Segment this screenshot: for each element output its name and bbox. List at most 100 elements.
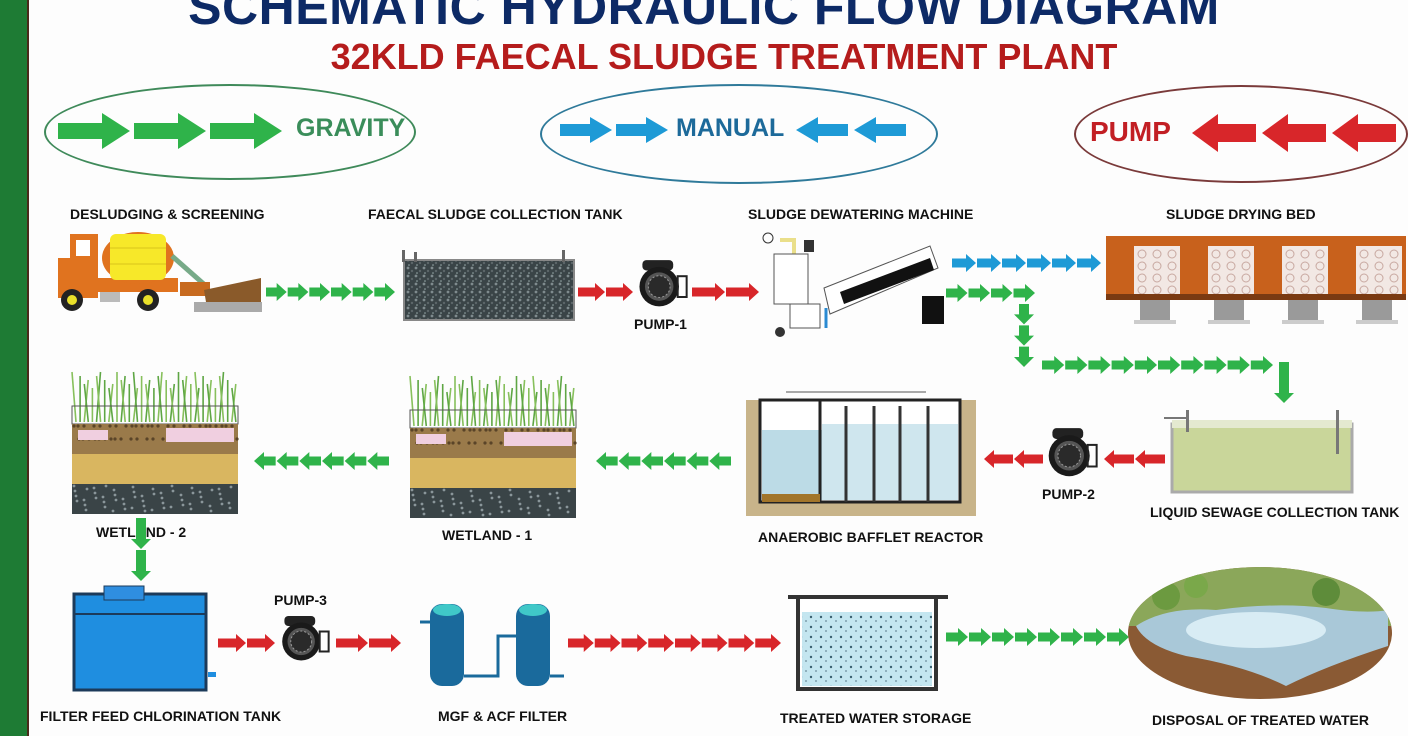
flow-arrow-icon — [1104, 450, 1134, 468]
flow-arrow-icon — [131, 518, 151, 549]
disposal-pond-icon — [1128, 567, 1392, 699]
gravity-arrow-icon — [210, 113, 282, 149]
flow-pump-filter-to-storage — [568, 634, 781, 652]
left-border-bar — [0, 0, 29, 736]
flow-arrow-icon — [568, 634, 594, 652]
label-filter: MGF & ACF FILTER — [438, 708, 568, 724]
flow-arrow-icon — [1014, 346, 1034, 367]
flow-arrow-icon — [686, 452, 709, 470]
flow-arrow-icon — [299, 452, 321, 470]
diagram-title: SCHEMATIC HYDRAULIC FLOW DIAGRAM — [188, 0, 1220, 35]
flow-arrow-icon — [1204, 356, 1227, 374]
legend-gravity — [44, 84, 416, 180]
sludge-dewatering-machine-icon — [762, 232, 944, 337]
gravity-arrow-icon — [134, 113, 206, 149]
flow-arrow-icon — [336, 634, 368, 652]
legend-pump — [1074, 85, 1408, 183]
flow-pump-pump2-to-abr — [984, 450, 1043, 468]
filter-feed-chlorination-tank-icon — [72, 585, 216, 692]
flow-arrow-icon — [946, 628, 968, 646]
flow-arrow-icon — [1111, 356, 1134, 374]
flow-arrow-icon — [266, 283, 287, 301]
flow-arrow-icon — [1274, 362, 1294, 403]
flow-arrow-icon — [276, 452, 299, 470]
flow-arrow-icon — [287, 283, 309, 301]
flow-arrow-icon — [254, 452, 276, 470]
manual-arrow-icon — [854, 117, 906, 143]
pump-1-icon — [639, 260, 688, 307]
pump-2-icon — [1048, 428, 1098, 477]
flow-arrow-icon — [675, 634, 701, 652]
flow-arrow-icon — [1107, 628, 1129, 646]
pump-arrow-icon — [1192, 114, 1256, 152]
desludging-truck-icon — [58, 232, 262, 312]
flow-arrow-icon — [1002, 254, 1026, 272]
flow-arrow-icon — [977, 254, 1001, 272]
flow-arrow-icon — [969, 628, 991, 646]
faecal-sludge-collection-tank-icon — [402, 250, 575, 321]
flow-gravity-abr-to-wetland1 — [596, 452, 731, 470]
manual-arrow-icon — [796, 117, 848, 143]
flow-gravity-to-liquid-tank-down — [1274, 362, 1294, 403]
treated-water-storage-icon — [788, 595, 948, 691]
diagram-subtitle: 32KLD FAECAL SLUDGE TREATMENT PLANT — [330, 36, 1118, 77]
flow-arrow-icon — [367, 452, 389, 470]
flow-arrow-icon — [1014, 450, 1043, 468]
flow-arrow-icon — [1013, 284, 1035, 302]
legend-manual-arrows-left — [796, 117, 906, 143]
wetland-2-icon — [71, 371, 239, 514]
mgf-acf-filter-icon — [420, 604, 564, 686]
flow-pump-chlorination-to-pump3 — [218, 634, 275, 652]
flow-arrow-icon — [1077, 254, 1101, 272]
flow-pump-pump3-to-filter — [336, 634, 401, 652]
label-collection-tank: FAECAL SLUDGE COLLECTION TANK — [368, 206, 623, 222]
flow-arrow-icon — [1135, 450, 1165, 468]
flow-arrow-icon — [984, 450, 1013, 468]
pump-arrow-icon — [1332, 114, 1396, 152]
flow-arrow-icon — [1014, 325, 1034, 346]
flow-arrow-icon — [322, 452, 344, 470]
flow-arrow-icon — [968, 284, 990, 302]
flow-arrow-icon — [952, 254, 976, 272]
flow-arrow-icon — [331, 283, 352, 301]
flow-arrow-icon — [992, 628, 1014, 646]
flow-arrow-icon — [1015, 628, 1037, 646]
wetland-1-icon — [409, 375, 577, 518]
legend-manual — [540, 84, 938, 184]
sludge-drying-bed-icon — [1106, 236, 1406, 324]
flow-arrow-icon — [374, 283, 395, 301]
flow-gravity-desludging-to-collection — [266, 283, 395, 301]
label-disposal: DISPOSAL OF TREATED WATER — [1152, 712, 1370, 728]
flow-arrow-icon — [1042, 356, 1065, 374]
flow-arrow-icon — [701, 634, 728, 652]
flow-arrow-icon — [728, 634, 755, 652]
flow-pump-collection-to-pump1 — [578, 283, 633, 301]
flow-arrow-icon — [755, 634, 781, 652]
label-desludging: DESLUDGING & SCREENING — [70, 206, 265, 222]
manual-arrow-icon — [616, 117, 668, 143]
flow-arrow-icon — [1084, 628, 1106, 646]
flow-arrow-icon — [648, 634, 674, 652]
manual-arrow-icon — [560, 117, 612, 143]
flow-arrow-icon — [596, 452, 618, 470]
flow-gravity-dewatering-out — [946, 284, 1035, 302]
pump-3-label: PUMP-3 — [274, 592, 327, 608]
pump-3-icon — [282, 616, 330, 661]
flow-arrow-icon — [991, 284, 1013, 302]
gravity-arrow-icon — [58, 113, 130, 149]
legend-pump-label: PUMP — [1090, 116, 1171, 147]
flow-arrow-icon — [641, 452, 663, 470]
legend-pump-arrows — [1192, 114, 1396, 152]
flow-arrow-icon — [1227, 356, 1250, 374]
flow-arrow-icon — [131, 550, 151, 581]
flow-arrow-icon — [692, 283, 725, 301]
legend-gravity-arrows — [58, 113, 282, 149]
legend-gravity-label: GRAVITY — [296, 114, 406, 142]
flow-arrow-icon — [621, 634, 648, 652]
legend-manual-arrows-right — [560, 117, 668, 143]
pump-2-label: PUMP-2 — [1042, 486, 1095, 502]
label-wetland-1: WETLAND - 1 — [442, 527, 533, 543]
flow-arrow-icon — [664, 452, 686, 470]
label-drying-bed: SLUDGE DRYING BED — [1166, 206, 1316, 222]
flow-arrow-icon — [594, 634, 621, 652]
